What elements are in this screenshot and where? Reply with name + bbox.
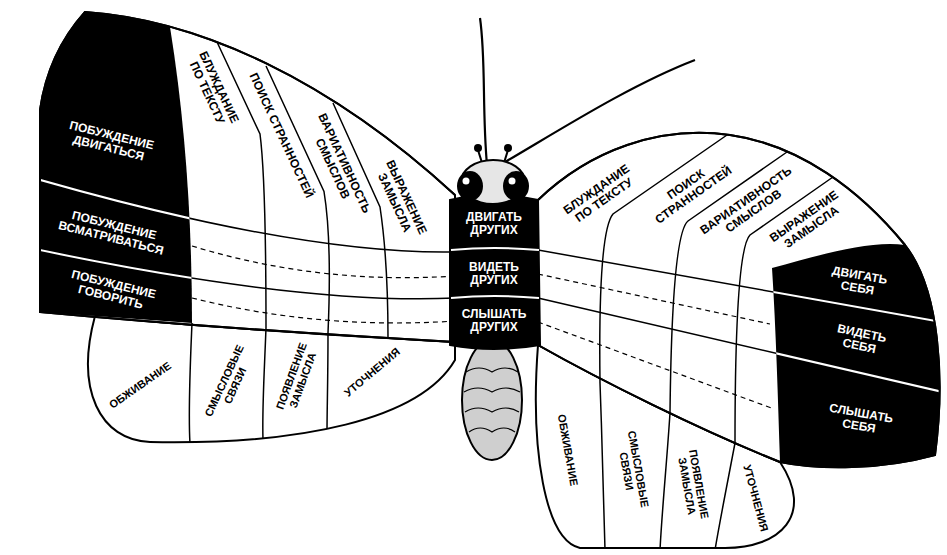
lower-wing-cell: УТОЧНЕНИЯ: [340, 343, 404, 400]
antenna: [480, 18, 487, 165]
stalk-knob: [504, 144, 512, 152]
thorax: [450, 195, 540, 349]
black-wing-area: [40, 12, 192, 323]
wing-label: ДВИГАТЬ ДРУГИХ: [466, 211, 523, 237]
column-line: [189, 323, 192, 444]
eye: [457, 171, 483, 201]
wing-label: ОБЖИВАНИЕ: [106, 358, 174, 410]
column-line: [333, 103, 388, 338]
wing-label: СМЫСЛОВЫЕ СВЯЗИ: [613, 429, 651, 511]
abdomen-segment: [464, 388, 520, 392]
wing-label: ОБЖИВАНИЕ: [556, 412, 581, 487]
body-segment: ДВИГАТЬ ДРУГИХ: [465, 210, 524, 238]
wing-outline: [538, 133, 940, 468]
wing-label: СЛЫШАТЬ ДРУГИХ: [461, 308, 527, 334]
abdomen-segment: [469, 428, 515, 432]
wing-label: ВАРИАТИВНОСТЬ СМЫСЛОВ: [303, 110, 373, 221]
wing-label: УТОЧНЕНИЯ: [741, 462, 771, 533]
body-segment: ВИДЕТЬ ДРУГИХ: [468, 260, 521, 288]
lower-wing-cell: ПОЯВЛЕНИЕ ЗАМЫСЛА: [272, 338, 322, 416]
wing-column: БЛУЖДАНИЕ ПО ТЕКСТУ: [182, 47, 242, 132]
wing-column: БЛУЖДАНИЕ ПО ТЕКСТУ: [559, 160, 642, 230]
dashed-line: [192, 298, 455, 323]
black-wing-area: [772, 244, 940, 467]
lower-wing-cell: ОБЖИВАНИЕ: [105, 357, 175, 412]
stalk-knob: [474, 144, 482, 152]
wing-column: ПОИСК СТРАННОСТЕЙ: [245, 69, 318, 202]
wing-label: ВИДЕТЬ ДРУГИХ: [469, 261, 520, 287]
wing-label: ВИДЕТЬ СЕБЯ: [832, 321, 887, 357]
wing-band: ВИДЕТЬ СЕБЯ: [831, 320, 889, 359]
thorax-separator: [451, 296, 539, 298]
lower-wing-cell: СМЫСЛОВЫЕ СВЯЗИ: [200, 340, 258, 424]
wing-outline: [40, 12, 455, 342]
abdomen: [462, 340, 522, 460]
wing-column: ВАРИАТИВНОСТЬ СМЫСЛОВ: [301, 109, 374, 222]
wing-label: УТОЧНЕНИЯ: [341, 344, 402, 398]
wing-label: ДВИГАТЬ СЕБЯ: [828, 264, 889, 300]
wing-label: ПОБУЖДЕНИЕ ДВИГАТЬСЯ: [64, 118, 156, 165]
wing-label: ПОЯВЛЕНИЕ ЗАМЫСЛА: [675, 447, 711, 522]
wing-label: СЛЫШАТЬ СЕБЯ: [825, 401, 895, 438]
wing-band: ДВИГАТЬ СЕБЯ: [826, 263, 889, 301]
wing-band: ПОБУЖДЕНИЕ ДВИГАТЬСЯ: [63, 117, 157, 166]
eye: [503, 171, 529, 201]
dashed-line: [192, 246, 455, 278]
lower-wing-cell: ОБЖИВАНИЕ: [554, 411, 581, 488]
wing-label: ПОИСК СТРАННОСТЕЙ: [246, 70, 316, 201]
eye-highlight: [509, 178, 516, 185]
body-segment: СЛЫШАТЬ ДРУГИХ: [460, 307, 528, 335]
wing-label: ВЫРАЖЕНИЕ ЗАМЫСЛА: [371, 157, 430, 242]
wing-label: ПОЯВЛЕНИЕ ЗАМЫСЛА: [273, 340, 320, 416]
lower-wing-cell: УТОЧНЕНИЯ: [740, 461, 772, 534]
dashed-line: [538, 274, 770, 324]
abdomen-segment: [466, 368, 518, 372]
wing-band: СЛЫШАТЬ СЕБЯ: [824, 400, 896, 440]
lower-wing-cell: СМЫСЛОВЫЕ СВЯЗИ: [612, 427, 652, 511]
wing-label: БЛУЖДАНИЕ ПО ТЕКСТУ: [183, 48, 240, 131]
band-separator: [538, 250, 947, 323]
wing-band: ПОБУЖДЕНИЕ ГОВОРИТЬ: [65, 266, 159, 315]
eye-highlight: [463, 178, 470, 185]
upper-left-wing: [40, 12, 455, 342]
thorax-separator: [451, 248, 539, 250]
lower-wing-cell: ПОЯВЛЕНИЕ ЗАМЫСЛА: [674, 446, 713, 523]
wing-label: ПОБУЖДЕНИЕ ГОВОРИТЬ: [66, 267, 158, 314]
wing-band: ПОБУЖДЕНИЕ ВСМАТРИВАТЬСЯ: [55, 204, 170, 258]
wing-label: СМЫСЛОВЫЕ СВЯЗИ: [201, 342, 256, 424]
wing-column: ВЫРАЖЕНИЕ ЗАМЫСЛА: [369, 156, 430, 244]
wing-label: ПОБУЖДЕНИЕ ВСМАТРИВАТЬСЯ: [56, 206, 168, 258]
wing-label: БЛУЖДАНИЕ ПО ТЕКСТУ: [560, 161, 640, 228]
abdomen-segment: [465, 408, 519, 412]
